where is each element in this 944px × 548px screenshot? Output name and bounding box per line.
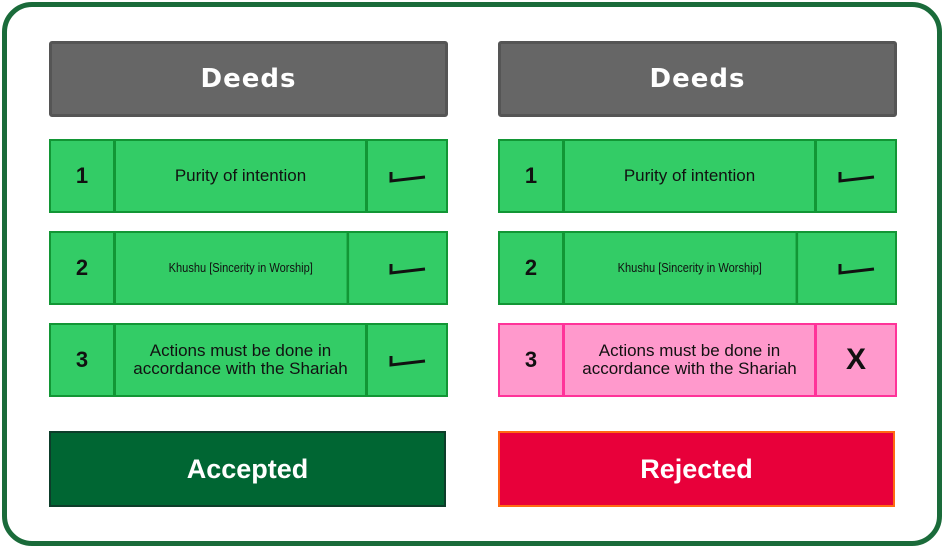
deed-number: 3: [500, 325, 565, 395]
deed-text: Actions must be done in accordance with …: [565, 325, 817, 395]
deeds-header: Deeds: [49, 41, 448, 117]
deed-text: Actions must be done in accordance with …: [116, 325, 368, 395]
check-icon: [817, 141, 895, 211]
result-rejected: Rejected: [498, 431, 895, 507]
check-icon: [368, 325, 446, 395]
deed-row: 2 Khushu [Sincerity in Worship]: [498, 231, 897, 305]
deed-row: 1 Purity of intention: [49, 139, 448, 213]
cross-icon: X: [845, 343, 866, 376]
deed-text: Khushu [Sincerity in Worship]: [135, 233, 350, 303]
check-icon: [368, 233, 446, 303]
deed-number: 3: [51, 325, 116, 395]
result-accepted: Accepted: [49, 431, 446, 507]
deed-text: Purity of intention: [116, 141, 368, 211]
deed-number: 2: [51, 233, 116, 303]
deed-row: 3 Actions must be done in accordance wit…: [498, 323, 897, 397]
check-icon: [368, 141, 446, 211]
deed-text: Khushu [Sincerity in Worship]: [584, 233, 799, 303]
deed-row: 3 Actions must be done in accordance wit…: [49, 323, 448, 397]
deed-number: 1: [51, 141, 116, 211]
check-icon: [817, 233, 895, 303]
deed-number: 2: [500, 233, 565, 303]
deed-text: Purity of intention: [565, 141, 817, 211]
deed-row: 1 Purity of intention: [498, 139, 897, 213]
deed-number: 1: [500, 141, 565, 211]
deeds-header: Deeds: [498, 41, 897, 117]
deed-row: 2 Khushu [Sincerity in Worship]: [49, 231, 448, 305]
